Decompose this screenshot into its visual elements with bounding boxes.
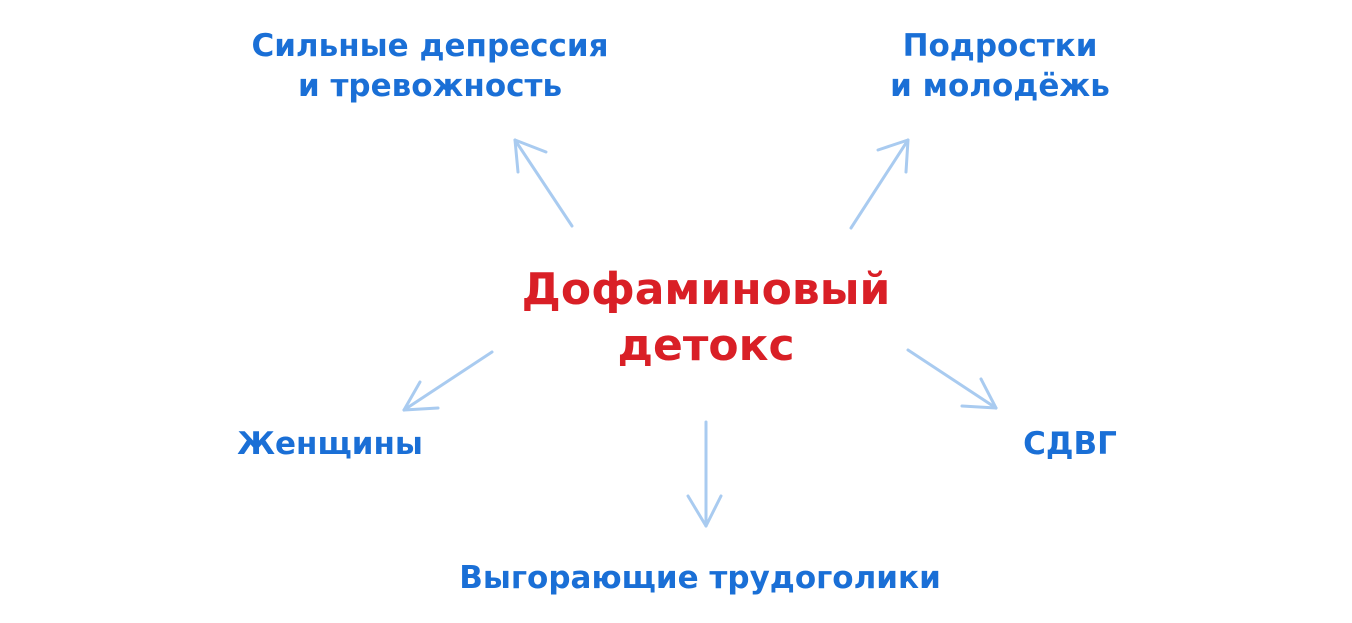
node-burnout-label: Выгорающие трудоголики — [459, 560, 941, 596]
node-teens-line-2: и молодёжь — [890, 68, 1110, 105]
arrow-to-burnout — [686, 420, 723, 528]
node-depression-line-1: Сильные депрессия — [251, 28, 609, 64]
arrow-to-women — [402, 350, 494, 412]
central-topic: Дофаминовый детокс — [476, 262, 936, 375]
arrow-to-teens — [849, 138, 910, 230]
central-topic-line-2: детокс — [617, 320, 795, 372]
arrow-to-adhd — [906, 348, 998, 410]
node-depression-anxiety: Сильные депрессия и тревожность — [230, 26, 630, 107]
node-women-label: Женщины — [237, 426, 423, 462]
central-topic-line-1: Дофаминовый — [521, 264, 891, 315]
node-adhd: СДВГ — [980, 424, 1160, 464]
node-depression-line-2: и тревожность — [297, 68, 563, 105]
arrow-to-depression — [513, 138, 574, 228]
node-burnout-workaholics: Выгорающие трудоголики — [430, 558, 970, 598]
node-teens-youth: Подростки и молодёжь — [860, 26, 1140, 107]
node-teens-line-1: Подростки — [902, 28, 1098, 64]
node-women: Женщины — [200, 424, 460, 464]
node-adhd-label: СДВГ — [1023, 426, 1117, 462]
